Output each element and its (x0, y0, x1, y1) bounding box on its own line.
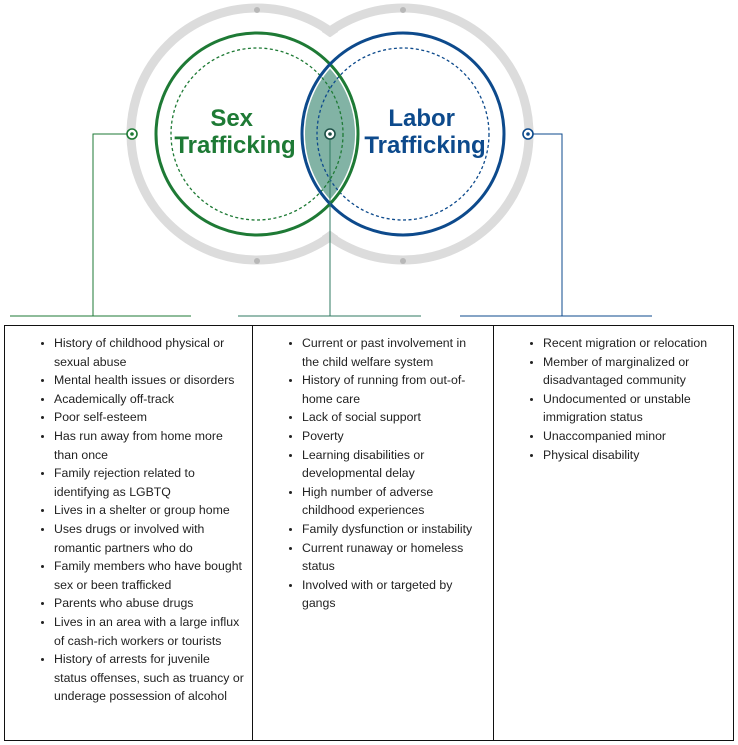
ring-dot (400, 7, 406, 13)
sex-title-line2: Trafficking (174, 132, 295, 159)
list-item: Parents who abuse drugs (54, 594, 244, 613)
sex-title: Sex Trafficking (174, 105, 295, 159)
list-item: Involved with or targeted by gangs (302, 576, 485, 613)
list-item: History of running from out-of-home care (302, 371, 485, 408)
venn-diagram: Sex Trafficking Labor Trafficking (10, 3, 652, 317)
sex-trafficking-column: History of childhood physical or sexual … (5, 326, 252, 740)
sex-target-marker (126, 128, 138, 140)
list-item: High number of adverse childhood experie… (302, 483, 485, 520)
list-item: Unaccompanied minor (543, 427, 725, 446)
labor-dashed-circle (316, 47, 490, 221)
list-item: Poverty (302, 427, 485, 446)
list-item: Recent migration or relocation (543, 334, 725, 353)
labor-circle (300, 31, 506, 237)
list-item: Current runaway or homeless status (302, 539, 485, 576)
labor-title: Labor Trafficking (364, 105, 485, 159)
shared-risk-column: Current or past involvement in the child… (252, 326, 493, 740)
list-item: Family members who have bought sex or be… (54, 557, 244, 594)
sex-connector-line (92, 133, 127, 316)
list-item: Family rejection related to identifying … (54, 464, 244, 501)
list-item: Undocumented or unstable immigration sta… (543, 390, 725, 427)
sex-risk-list: History of childhood physical or sexual … (5, 326, 252, 706)
list-item: Uses drugs or involved with romantic par… (54, 520, 244, 557)
shared-target-marker (324, 128, 336, 140)
sex-circle (154, 31, 360, 237)
list-item: Mental health issues or disorders (54, 371, 244, 390)
ring-dot (254, 258, 260, 264)
ring-dot (254, 7, 260, 13)
list-item: Physical disability (543, 446, 725, 465)
list-item: Learning disabilities or developmental d… (302, 446, 485, 483)
list-item: Member of marginalized or disadvantaged … (543, 353, 725, 390)
list-item: Has run away from home more than once (54, 427, 244, 464)
list-item: Poor self-esteem (54, 408, 244, 427)
list-item: History of childhood physical or sexual … (54, 334, 244, 371)
list-item: Lack of social support (302, 408, 485, 427)
ring-dot (400, 258, 406, 264)
list-item: Lives in a shelter or group home (54, 501, 244, 520)
shared-risk-list: Current or past involvement in the child… (253, 326, 493, 613)
labor-target-marker (522, 128, 534, 140)
risk-factors-table: History of childhood physical or sexual … (4, 325, 734, 741)
list-item: Lives in an area with a large influx of … (54, 613, 244, 650)
list-item: History of arrests for juvenile status o… (54, 650, 244, 706)
labor-title-line2: Trafficking (364, 132, 485, 159)
list-item: Academically off-track (54, 390, 244, 409)
labor-trafficking-column: Recent migration or relocationMember of … (493, 326, 733, 740)
sex-title-line1: Sex (210, 105, 253, 132)
labor-risk-list: Recent migration or relocationMember of … (494, 326, 733, 464)
list-item: Family dysfunction or instability (302, 520, 485, 539)
labor-title-line1: Labor (388, 105, 455, 132)
labor-connector-line (533, 133, 563, 316)
list-item: Current or past involvement in the child… (302, 334, 485, 371)
sex-dashed-circle (170, 47, 344, 221)
